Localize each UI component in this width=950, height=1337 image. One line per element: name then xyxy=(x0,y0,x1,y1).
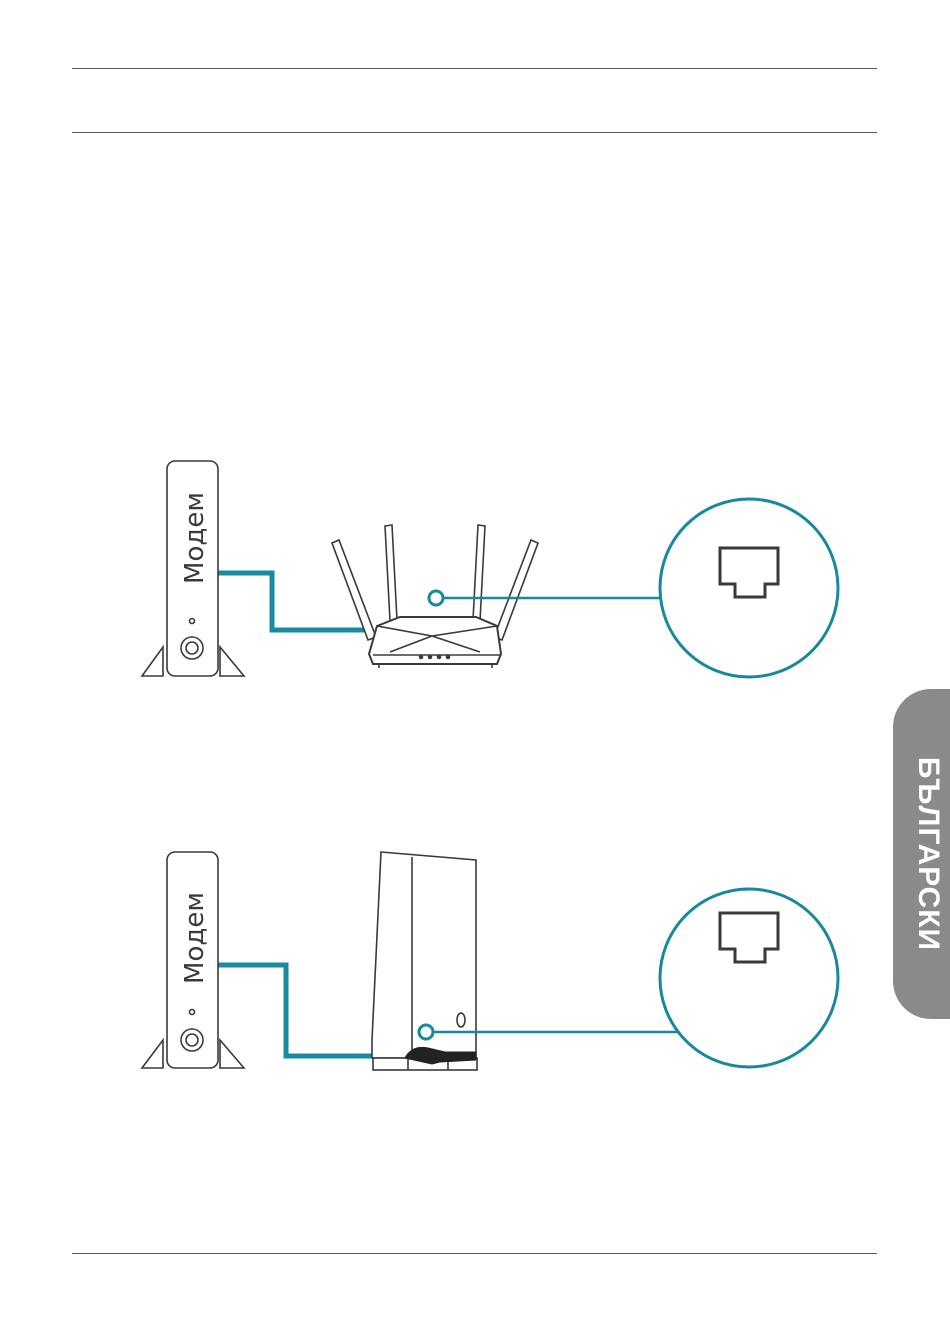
bottom-rule xyxy=(72,1253,877,1254)
callout-circle xyxy=(660,889,838,1067)
header-rule xyxy=(72,132,877,133)
callout-circle xyxy=(660,499,838,677)
top-rule xyxy=(72,68,877,69)
diagram-modem-to-router: Модем xyxy=(0,440,950,700)
modem-label: Модем xyxy=(180,892,210,984)
language-tab[interactable]: БЪЛГАРСКИ xyxy=(893,689,950,1019)
diagram-modem-to-tower: Модем xyxy=(0,840,950,1080)
modem-label: Модем xyxy=(180,492,210,584)
callout-point xyxy=(429,591,443,605)
callout-point xyxy=(419,1025,433,1039)
language-tab-label: БЪЛГАРСКИ xyxy=(893,689,950,1019)
